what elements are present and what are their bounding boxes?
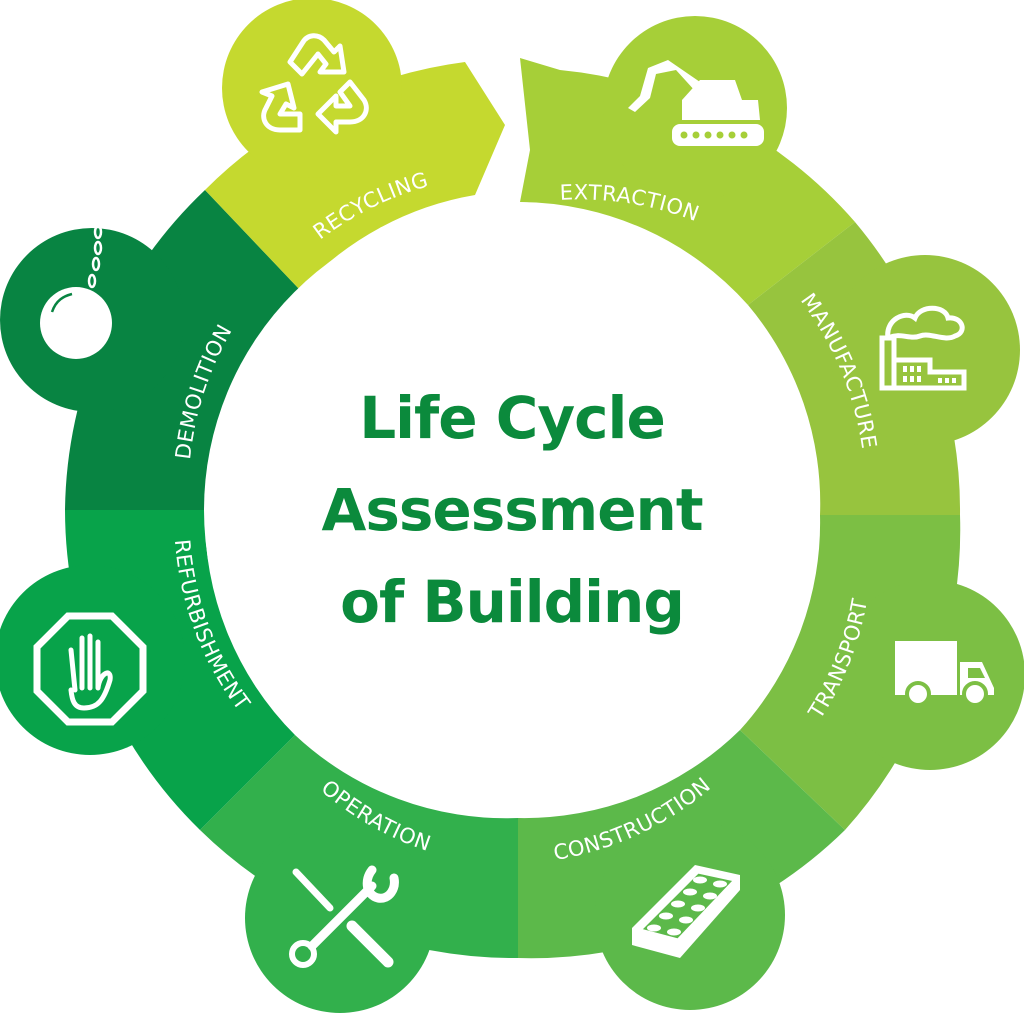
wrecking-ball-icon [40, 224, 112, 359]
tools-icon [289, 865, 399, 968]
factory-icon [879, 305, 967, 391]
title-line-3: of Building [340, 568, 685, 636]
title-line-2: Assessment [321, 476, 703, 544]
truck-icon [895, 641, 994, 707]
stop-hand-icon [33, 612, 147, 726]
title-line-1: Life Cycle [359, 384, 666, 452]
center-disk [204, 202, 820, 818]
brick-icon [632, 865, 740, 958]
segment-recycling [205, 0, 505, 290]
segment-manufacture [748, 222, 1020, 515]
diagram-title: Life Cycle Assessment of Building [262, 372, 762, 648]
recycle-icon [259, 33, 369, 135]
excavator-icon [628, 60, 764, 146]
